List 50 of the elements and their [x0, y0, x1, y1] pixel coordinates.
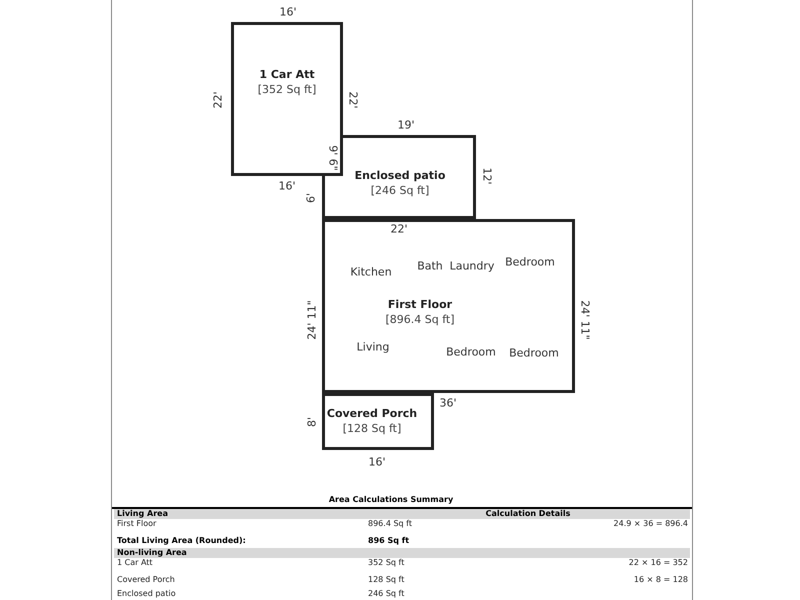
dimension-label: 12' [482, 167, 492, 185]
room-label: Kitchen [350, 266, 392, 278]
dimension-label: 8' [306, 416, 318, 428]
room-area: [128 Sq ft] [342, 421, 402, 436]
table-cell: 16 × 8 = 128 [634, 576, 688, 584]
dimension-label: 6' [306, 192, 316, 204]
dimension-label: 24' 11" [306, 300, 318, 340]
room-label: Living [356, 342, 390, 352]
dimension-label: 36' [439, 398, 457, 408]
table-cell: 128 Sq ft [368, 576, 404, 584]
table-heading: Total Living Area (Rounded): [117, 537, 246, 545]
dimension-label: 19' [397, 120, 415, 130]
dimension-label: 16' [279, 6, 297, 18]
room-label: Laundry [450, 260, 494, 272]
table-cell: 352 Sq ft [368, 559, 404, 567]
room-name: First Floor [388, 297, 452, 312]
room-label: Bedroom [509, 348, 559, 358]
room-outline [322, 393, 434, 450]
room-area: [352 Sq ft] [258, 82, 316, 97]
dimension-label: 22' [348, 91, 358, 109]
table-cell: 22 × 16 = 352 [628, 559, 688, 567]
table-heading: Non-living Area [117, 549, 187, 557]
room-outline [231, 22, 343, 176]
table-heading: 896 Sq ft [368, 537, 410, 545]
table-cell: 246 Sq ft [368, 590, 404, 598]
room-area: [896.4 Sq ft] [385, 312, 455, 327]
dimension-label: 24' 11" [580, 300, 590, 340]
room-outline [322, 135, 476, 219]
room-name: 1 Car Att [259, 67, 315, 82]
table-cell: Enclosed patio [117, 590, 176, 598]
room-name: Enclosed patio [354, 168, 446, 183]
room-label: Bedroom [505, 256, 555, 268]
dimension-label: 9' 6" [328, 145, 338, 171]
room-label: Bedroom [446, 346, 496, 358]
table-heading: Area Calculations Summary [328, 496, 454, 504]
table-cell: 1 Car Att [117, 559, 153, 567]
table-cell: First Floor [117, 520, 156, 528]
room-name: Covered Porch [326, 406, 418, 421]
dimension-label: 16' [368, 456, 386, 468]
table-cell: 24.9 × 36 = 896.4 [614, 520, 688, 528]
room-area: [246 Sq ft] [370, 183, 430, 198]
dimension-label: 16' [278, 180, 296, 192]
table-heading: Living Area [117, 510, 168, 518]
dimension-label: 22' [390, 224, 408, 234]
table-cell: 896.4 Sq ft [368, 520, 412, 528]
table-cell: Covered Porch [117, 576, 175, 584]
room-label: Bath [417, 260, 443, 272]
dimension-label: 22' [212, 91, 224, 109]
room-outline [322, 219, 575, 393]
table-heading: Calculation Details [486, 510, 570, 518]
